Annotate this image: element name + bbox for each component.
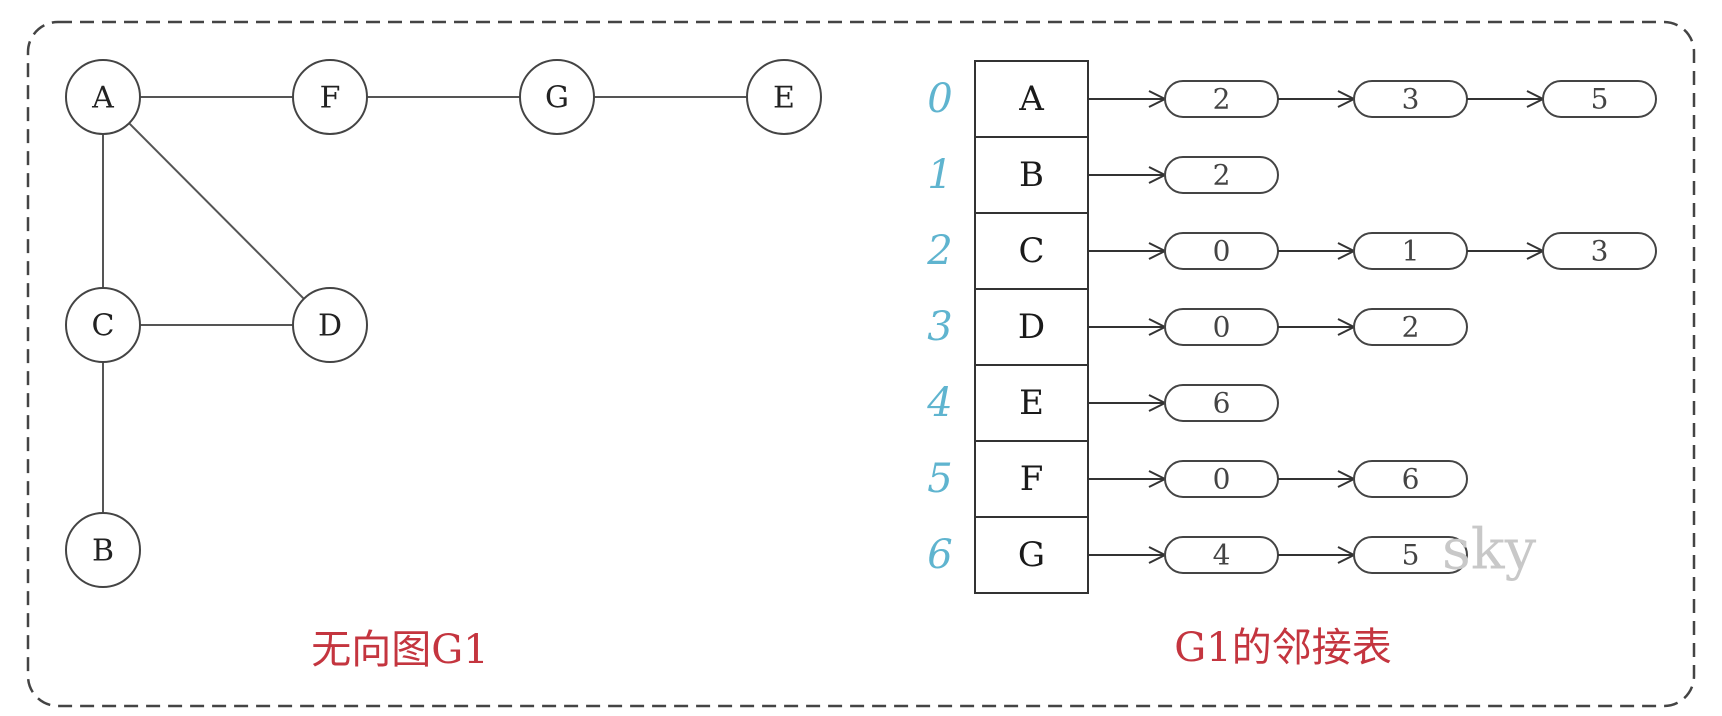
vertex-label: C [1018, 231, 1044, 271]
graph-nodes: A F G E C D B [65, 59, 822, 588]
graph-node-g: G [519, 59, 595, 135]
graph-node-d: D [292, 287, 368, 363]
node-label: E [773, 81, 795, 116]
adjacency-row-6: 6 G 4 5 [927, 516, 1468, 594]
vertex-label: F [1020, 459, 1044, 499]
adjacency-row-2: 2 C 0 1 3 [926, 212, 1657, 290]
graph-edges [102, 96, 747, 513]
node-label: D [318, 309, 342, 344]
vertex-label: G [1018, 535, 1045, 575]
edge-node-value: 3 [1591, 235, 1609, 268]
graph-node-f: F [292, 59, 368, 135]
adjacency-row-1: 1 B 2 [927, 136, 1279, 214]
graph-node-e: E [746, 59, 822, 135]
node-circle [65, 59, 141, 135]
graph-node-a: A [65, 59, 141, 135]
edge-node [1542, 80, 1657, 118]
adjacency-row-0: 0 A 2 3 5 [927, 60, 1657, 138]
edge-node-value: 6 [1213, 387, 1231, 420]
vertex-index: 4 [926, 380, 952, 426]
vertex-cell [974, 288, 1089, 366]
adjacency-row-4: 4 E 6 [926, 364, 1279, 442]
dashed-frame [26, 20, 1696, 708]
vertex-index: 6 [927, 532, 952, 578]
edge-node [1164, 384, 1279, 422]
adjacency-row-5: 5 F 0 6 [927, 440, 1468, 518]
watermark: sky [1442, 518, 1537, 583]
edge-node [1353, 308, 1468, 346]
vertex-index: 2 [926, 228, 952, 274]
vertex-cell [974, 364, 1089, 442]
node-label: G [545, 81, 569, 116]
edge-node-value: 1 [1402, 235, 1420, 268]
edge-node-value: 4 [1213, 539, 1231, 572]
vertex-index: 0 [927, 76, 952, 122]
node-circle [65, 287, 141, 363]
edge-node-value: 0 [1213, 235, 1231, 268]
vertex-label: B [1019, 155, 1044, 195]
edge-node-value: 0 [1213, 463, 1231, 496]
vertex-label: A [1018, 79, 1044, 119]
edge-node [1353, 536, 1468, 574]
edge-node-value: 5 [1402, 539, 1420, 572]
graph-node-c: C [65, 287, 141, 363]
edge-node-value: 6 [1402, 463, 1420, 496]
node-label: B [92, 534, 114, 569]
edge-node-value: 2 [1213, 83, 1231, 116]
node-circle [746, 59, 822, 135]
graph-edge-a-d [128, 122, 305, 300]
edge-node-value: 3 [1402, 83, 1420, 116]
node-label: C [92, 309, 115, 344]
vertex-index: 3 [927, 304, 952, 350]
vertex-label: E [1019, 383, 1044, 423]
node-label: A [91, 81, 114, 116]
edge-node-value: 2 [1402, 311, 1420, 344]
node-circle [65, 512, 141, 588]
node-circle [292, 59, 368, 135]
node-circle [519, 59, 595, 135]
vertex-label: D [1018, 307, 1045, 347]
vertex-cell [974, 212, 1089, 290]
node-label: F [320, 81, 341, 116]
vertex-index: 1 [927, 152, 952, 198]
edge-node [1164, 156, 1279, 194]
edge-node-value: 5 [1591, 83, 1609, 116]
edge-node [1353, 460, 1468, 498]
graph-node-b: B [65, 512, 141, 588]
vertex-cell [974, 440, 1089, 518]
vertex-index: 5 [927, 456, 952, 502]
graph-caption: 无向图G1 [311, 627, 488, 673]
edge-node-value: 0 [1213, 311, 1231, 344]
adjacency-row-3: 3 D 0 2 [927, 288, 1468, 366]
adjacency-list-caption: G1的邻接表 [1174, 625, 1391, 671]
node-circle [292, 287, 368, 363]
edge-node-value: 2 [1213, 159, 1231, 192]
edge-node [1542, 232, 1657, 270]
